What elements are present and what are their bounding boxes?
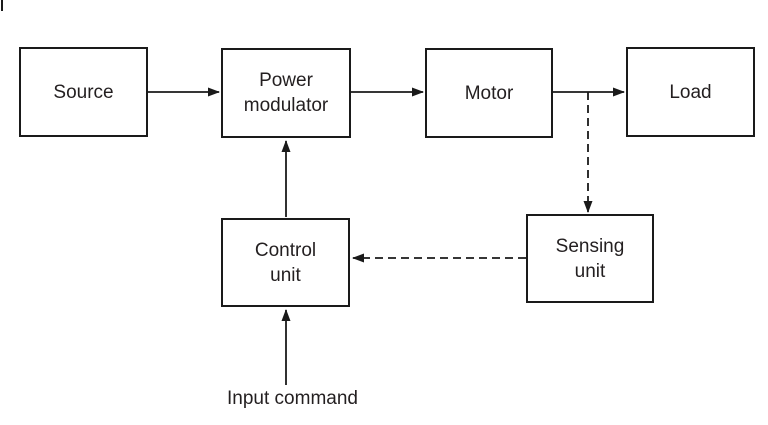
node-source: Source — [19, 47, 148, 137]
node-power-modulator: Power modulator — [221, 48, 351, 138]
node-control-unit-label: Control unit — [254, 239, 317, 286]
node-motor-label: Motor — [464, 82, 514, 104]
node-load: Load — [626, 47, 755, 137]
node-power-modulator-label: Power modulator — [243, 70, 329, 116]
node-motor: Motor — [425, 48, 553, 138]
input-command-label: Input command — [227, 388, 358, 409]
node-sensing-unit-label: Sensing unit — [555, 235, 625, 282]
node-control-unit: Control unit — [221, 218, 350, 307]
node-load-label: Load — [669, 81, 712, 103]
node-sensing-unit: Sensing unit — [526, 214, 654, 303]
scan-artifact — [1, 0, 3, 11]
node-source-label: Source — [53, 81, 114, 103]
